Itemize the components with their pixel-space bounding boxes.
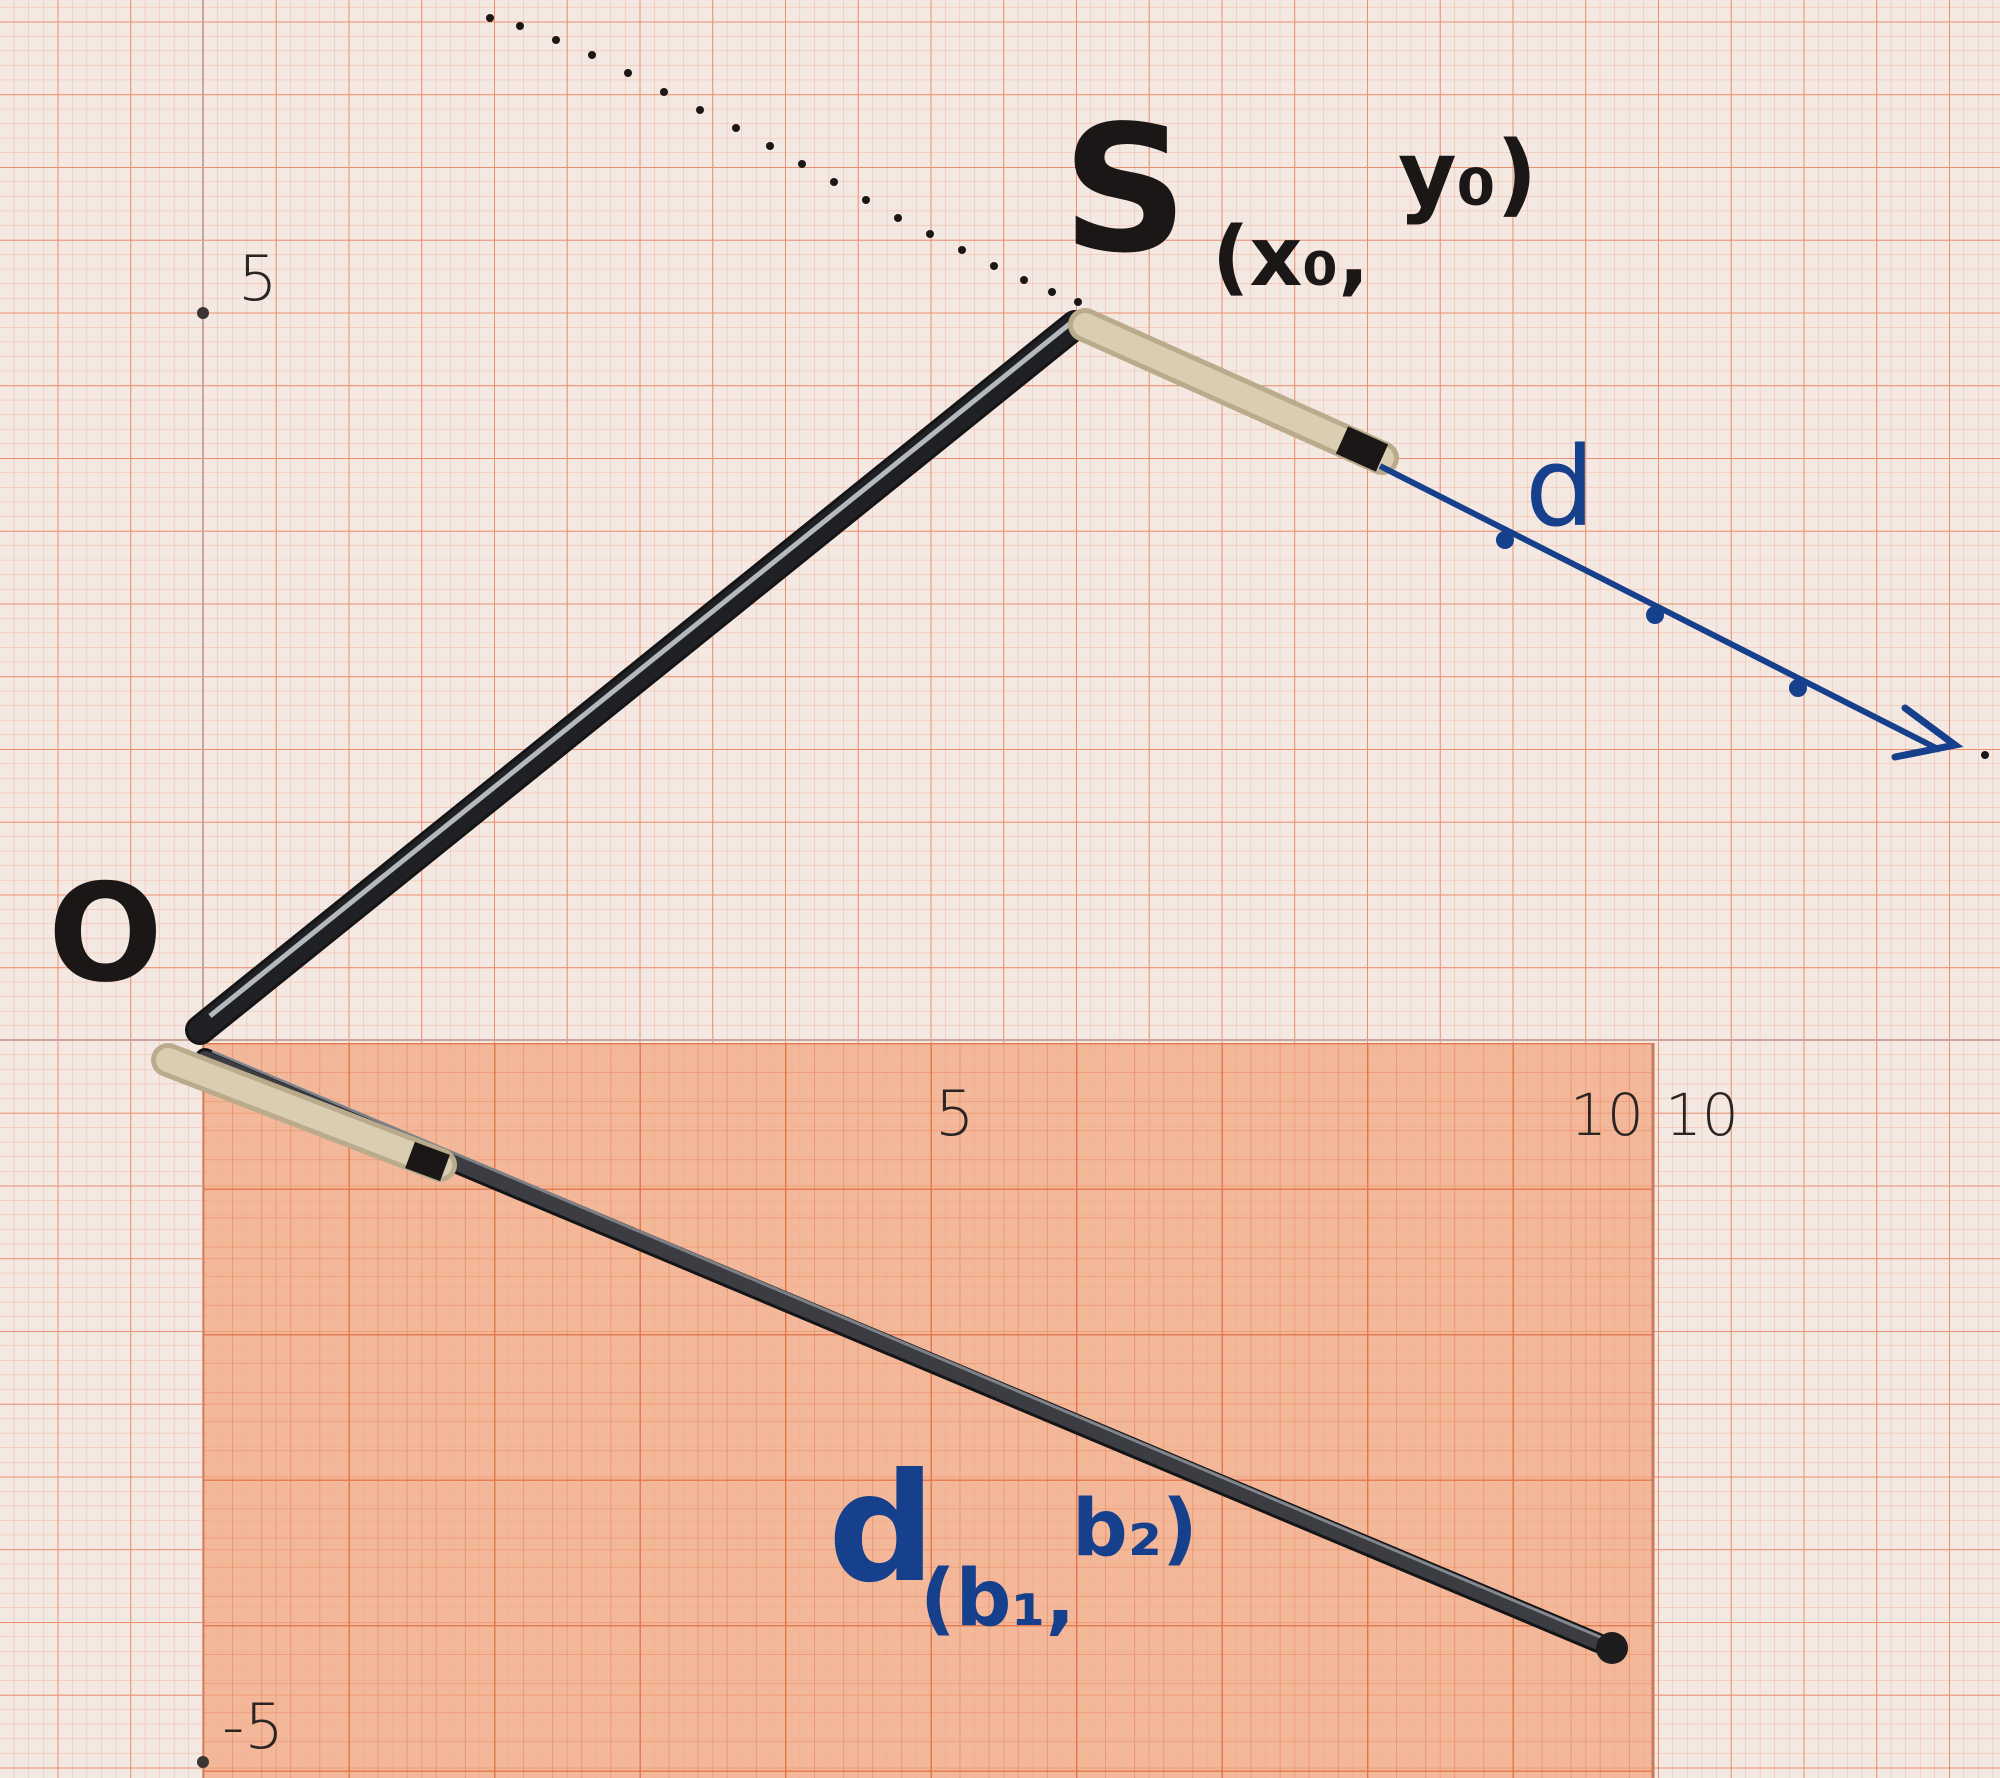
point-s-letter: S <box>1062 89 1188 292</box>
vector-d-coords-left: (b₁, <box>920 1554 1075 1644</box>
wooden-stick-origin <box>151 1043 457 1182</box>
y-tick-5: 5 <box>238 242 277 315</box>
x-tick-5: 5 <box>935 1077 974 1150</box>
tick-y5-dot <box>197 307 209 319</box>
vector-d-letter: d <box>828 1442 935 1616</box>
direction-line <box>1378 463 1989 761</box>
rod-origin-to-s <box>185 310 1090 1045</box>
x-tick-10-overlay: 10 <box>1570 1081 1644 1149</box>
vector-d-coords-right: b₂) <box>1072 1484 1198 1574</box>
origin-label: O <box>48 855 163 1012</box>
direction-label: d <box>1525 423 1595 551</box>
point-s-coords-right: y₀) <box>1398 122 1537 227</box>
wooden-stick-s <box>1068 308 1399 475</box>
tick-ym5-dot <box>197 1756 209 1768</box>
x-tick-10-paper: 10 <box>1665 1081 1739 1149</box>
dotted-guide-line <box>486 14 1082 306</box>
y-tick-minus5: -5 <box>222 1690 284 1763</box>
point-s-coords-left: (x₀, <box>1212 210 1369 305</box>
